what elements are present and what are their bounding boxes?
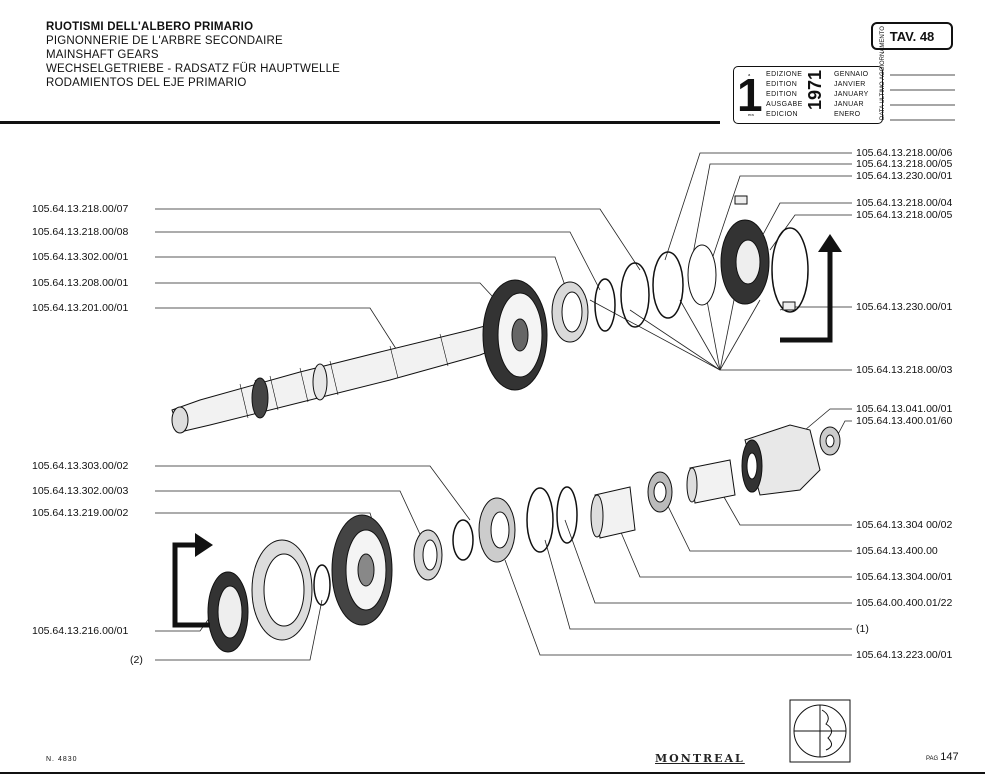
edition-number: 1: [737, 69, 763, 121]
edition-suffix-de: .: [748, 102, 750, 107]
title-french: PIGNONNERIE DE L'ARBRE SECONDAIRE: [46, 35, 283, 47]
edition-month-es: ENERO: [834, 111, 861, 118]
mainshaft-gear: [482, 279, 548, 391]
part-label-400-01-22: 105.64.00.400.01/22: [856, 597, 953, 609]
title-english: MAINSHAFT GEARS: [46, 49, 159, 61]
part-label-219-02: 105.64.13.219.00/02: [32, 507, 129, 519]
bushing-lower: [590, 486, 636, 539]
part-label-218-04: 105.64.13.218.00/04: [856, 197, 953, 209]
direction-arrow-lower: [172, 542, 210, 628]
edition-label-de: AUSGABE: [766, 101, 803, 108]
gear-lower: [331, 514, 393, 626]
edition-month-de: JANUAR: [834, 101, 864, 108]
snap-rings-lower: [526, 486, 578, 553]
part-label-230-01-b: 105.64.13.230.00/01: [856, 301, 953, 313]
part-label-218-03: 105.64.13.218.00/03: [856, 364, 953, 376]
edition-label-en: EDITION: [766, 91, 798, 98]
part-label-303-02: 105.64.13.303.00/02: [32, 460, 129, 472]
snap-ring-upper: [594, 251, 684, 332]
title-italian: RUOTISMI DELL'ALBERO PRIMARIO: [46, 21, 254, 33]
part-label-208-01: 105.64.13.208.00/01: [32, 277, 129, 289]
table-number-badge: TAV. 48: [871, 22, 953, 50]
part-label-400-01-60: 105.64.13.400.01/60: [856, 415, 953, 427]
title-german: WECHSELGETRIEBE - RADSATZ FÜR HAUPTWELLE: [46, 63, 341, 75]
part-label-230-01-a: 105.64.13.230.00/01: [856, 170, 953, 182]
edition-box-border: [733, 66, 883, 124]
needle-bearing-upper: [551, 281, 589, 343]
edition-month-it: GENNAIO: [834, 71, 869, 78]
flange-nut-lower: [819, 426, 841, 456]
synchro-sleeve-lower: [251, 539, 313, 641]
synchro-hub-lower: [207, 571, 249, 653]
part-label-304-01: 105.64.13.304.00/01: [856, 571, 953, 583]
title-spanish: RODAMIENTOS DEL EJE PRIMARIO: [46, 77, 247, 89]
edition-suffix-en: st: [748, 92, 752, 97]
ball-bearing-lower: [478, 497, 516, 563]
needle-bearing-lower: [413, 529, 443, 581]
edition-update-lines: [890, 74, 955, 121]
edition-label-es: EDICION: [766, 111, 798, 118]
nut-lower: [647, 471, 673, 513]
page-number-value: 147: [940, 751, 959, 763]
part-label-400-00: 105.64.13.400.00: [856, 545, 938, 557]
part-label-218-05-a: 105.64.13.218.00/05: [856, 158, 953, 170]
part-label-218-05-b: 105.64.13.218.00/05: [856, 209, 953, 221]
page-prefix: PAG: [926, 756, 939, 762]
part-label-218-08: 105.64.13.218.00/08: [32, 226, 129, 238]
alfa-romeo-seal-logo: [789, 699, 851, 763]
document-number: N. 4830: [46, 756, 78, 763]
part-label-note-1: (1): [856, 623, 869, 635]
edition-suffix-fr: ere: [748, 82, 754, 87]
edition-suffix-it: a: [748, 72, 751, 77]
part-label-302-03: 105.64.13.302.00/03: [32, 485, 129, 497]
title-block: RUOTISMI DELL'ALBERO PRIMARIO PIGNONNERI…: [46, 20, 340, 90]
retaining-spring-upper: [771, 227, 809, 313]
edition-label-it: EDIZIONE: [766, 71, 803, 78]
arrow-head-lower-icon: [195, 533, 213, 557]
part-label-216-01: 105.64.13.216.00/01: [32, 625, 129, 637]
part-label-304-02: 105.64.13.304 00/02: [856, 519, 953, 531]
part-label-218-07: 105.64.13.218.00/07: [32, 203, 129, 215]
edition-label-fr: EDITION: [766, 81, 798, 88]
arrow-head-upper-icon: [818, 234, 842, 252]
part-label-223-01: 105.64.13.223.00/01: [856, 649, 953, 661]
edition-box: 1 a ere st . era EDIZIONE EDITION EDITIO…: [733, 66, 883, 124]
edition-month-fr: JANVIER: [834, 81, 866, 88]
synchro-ring-upper: [687, 219, 770, 306]
part-label-041-01: 105.64.13.041.00/01: [856, 403, 953, 415]
edition-month-en: JANUARY: [834, 91, 869, 98]
part-label-218-06: 105.64.13.218.00/06: [856, 147, 953, 159]
sleeve-lower: [686, 459, 736, 504]
direction-arrow-upper: [780, 250, 833, 343]
part-label-302-01: 105.64.13.302.00/01: [32, 251, 129, 263]
snap-ring-lower-small: [313, 564, 331, 606]
edition-suffix-es: era: [748, 112, 754, 117]
header-rule: [0, 121, 720, 124]
spacer-lower: [452, 519, 474, 561]
key-pieces: [734, 195, 796, 311]
footer-rule: [0, 772, 985, 774]
brand-name: MONTREAL: [655, 752, 745, 765]
mainshaft: [171, 321, 506, 434]
part-label-note-2: (2): [130, 654, 143, 666]
flange-lower: [741, 424, 821, 496]
part-label-201-01: 105.64.13.201.00/01: [32, 302, 129, 314]
